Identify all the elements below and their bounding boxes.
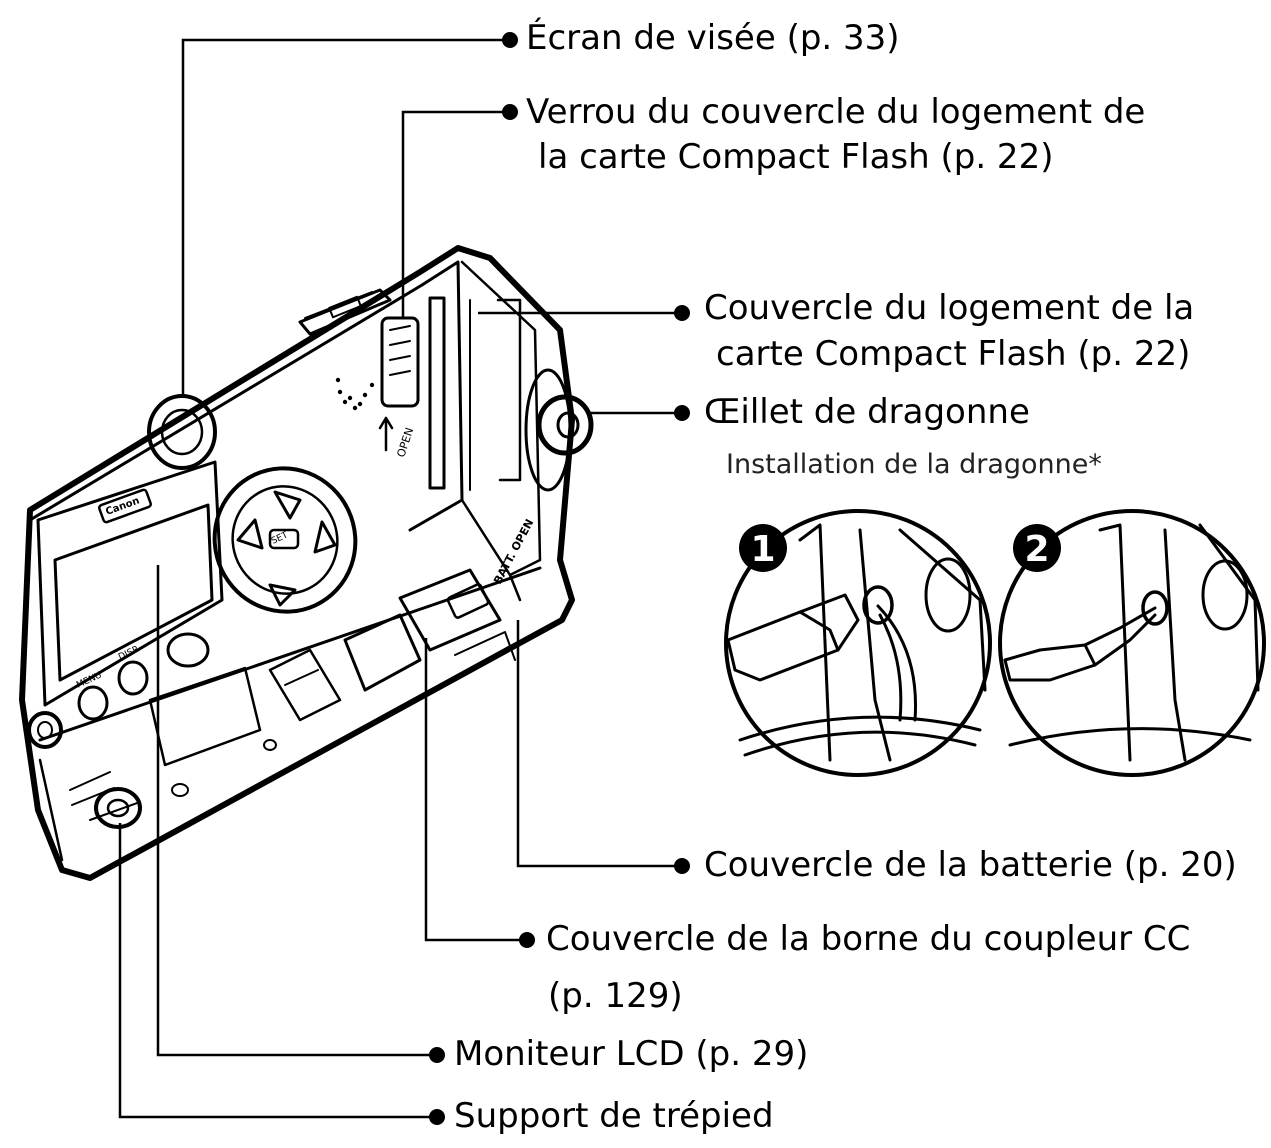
leader-lcd xyxy=(156,565,435,1057)
label-battery-cover: Couvercle de la batterie (p. 20) xyxy=(704,845,1237,885)
label-strap-install: Installation de la dragonne* xyxy=(726,449,1102,480)
leader-dc-cover xyxy=(424,638,525,942)
leader-lines xyxy=(118,38,680,1119)
cf-lock-switch xyxy=(378,316,420,452)
bottom-details xyxy=(69,666,277,821)
tripod-socket xyxy=(94,787,142,829)
label-viewfinder: Écran de visée (p. 33) xyxy=(526,18,900,58)
brand-marking: Canon xyxy=(104,495,141,517)
step-badges: 1 2 xyxy=(739,524,1061,572)
strap-step-2-inset xyxy=(998,509,1266,777)
back-panel xyxy=(36,460,224,707)
leader-cf-lock xyxy=(401,110,508,318)
leader-tripod xyxy=(118,823,435,1119)
step-1-badge xyxy=(739,524,787,572)
control-dial xyxy=(212,466,358,614)
label-dc-cover-line1: Couvercle de la borne du coupleur CC xyxy=(546,919,1191,959)
label-tripod: Support de trépied xyxy=(454,1096,774,1136)
step-2-number: 2 xyxy=(1024,529,1049,570)
speaker-holes xyxy=(335,377,375,411)
leader-viewfinder xyxy=(181,38,508,398)
set-marking: SET xyxy=(270,530,290,546)
open-marking: OPEN xyxy=(394,426,416,459)
step-1-number: 1 xyxy=(750,529,775,570)
label-lcd-monitor: Moniteur LCD (p. 29) xyxy=(454,1034,809,1074)
label-cf-cover-line2: carte Compact Flash (p. 22) xyxy=(716,334,1191,374)
back-buttons xyxy=(27,632,210,749)
label-cf-cover-line1: Couvercle du logement de la xyxy=(704,288,1195,328)
cf-slot xyxy=(428,296,522,491)
step-2-badge xyxy=(1013,524,1061,572)
leader-dots xyxy=(429,32,690,1125)
battery-and-dc-covers xyxy=(268,568,516,722)
label-cf-lock-line1: Verrou du couvercle du logement de xyxy=(526,92,1146,132)
label-dc-cover-line2: (p. 129) xyxy=(548,976,683,1016)
camera-body xyxy=(19,245,575,881)
label-strap-eyelet: Œillet de dragonne xyxy=(704,392,1030,432)
lcd-monitor xyxy=(53,503,214,682)
strap-eyelet xyxy=(524,368,594,492)
label-cf-lock-line2: la carte Compact Flash (p. 22) xyxy=(538,137,1054,177)
top-controls xyxy=(298,288,392,336)
strap-step-1-inset xyxy=(724,509,992,777)
leader-battery-cover xyxy=(516,620,680,868)
